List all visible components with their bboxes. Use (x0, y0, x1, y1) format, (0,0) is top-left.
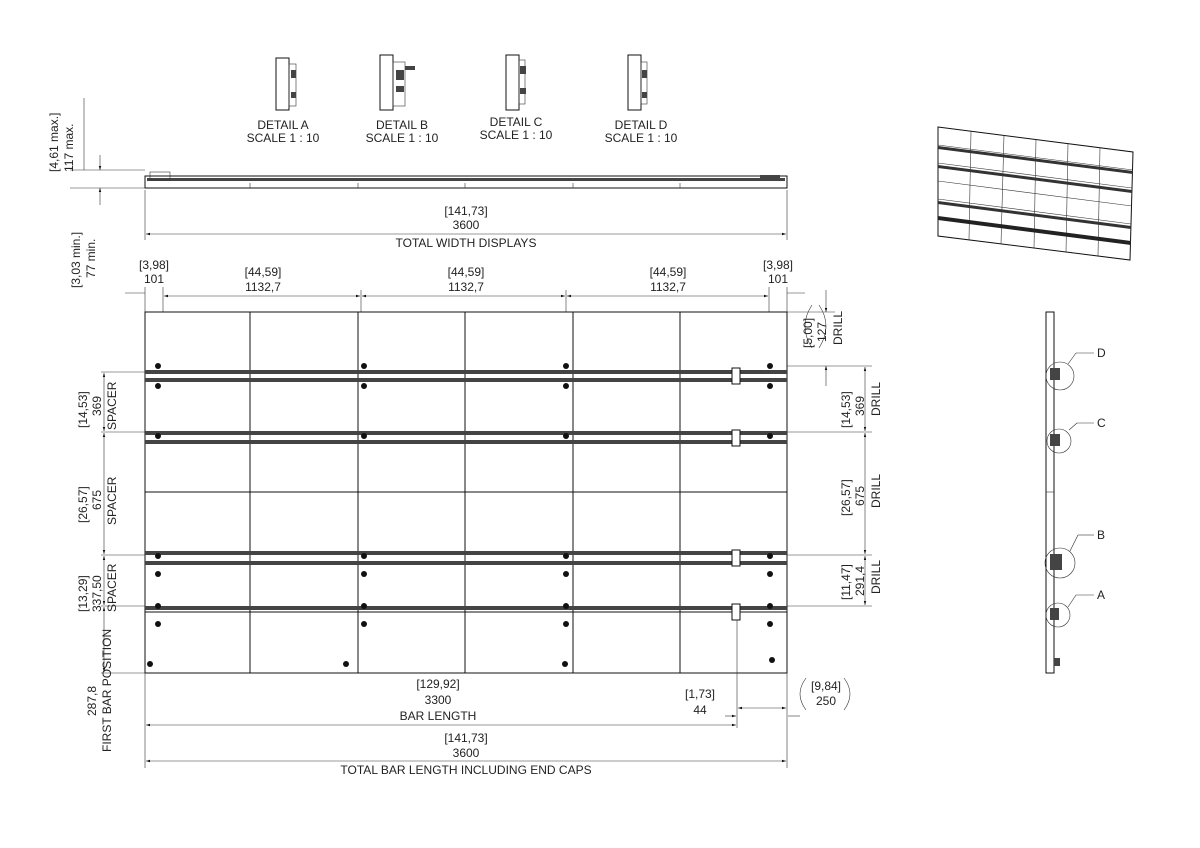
cap-in: [1,73] (685, 687, 715, 701)
s3-label: SPACER (105, 563, 119, 612)
s2-label: SPACER (105, 476, 119, 525)
bracket-markers (147, 363, 775, 667)
d0-mm: 127 (815, 322, 829, 342)
max-depth-mm: 117 max. (62, 124, 76, 172)
detail-b-name: DETAIL B (376, 118, 428, 132)
edge-right-mm: 101 (768, 272, 788, 286)
detail-c-scale: SCALE 1 : 10 (480, 128, 553, 142)
callout-b: B (1097, 528, 1105, 542)
detail-a-view (275, 57, 297, 111)
s1-mm: 369 (90, 396, 104, 416)
mounting-bar-3 (145, 549, 787, 567)
width-label: TOTAL WIDTH DISPLAYS (396, 236, 537, 250)
min-depth-in: [3,03 min.] (69, 232, 83, 288)
display-grid (144, 311, 788, 674)
top-view-strip (144, 171, 788, 189)
s2-mm: 675 (90, 490, 104, 510)
d2-label: DRILL (869, 474, 883, 508)
bar-mm: 3300 (425, 693, 452, 707)
detail-c-name: DETAIL C (490, 115, 543, 129)
detail-a-scale: SCALE 1 : 10 (247, 131, 320, 145)
d3-in: [11,47] (839, 564, 853, 600)
bar-label: BAR LENGTH (400, 709, 477, 723)
gap1-mm: 1132,7 (245, 280, 281, 294)
width-in: [141,73] (444, 204, 487, 218)
mounting-bar-1 (145, 367, 787, 385)
s1-in: [14,53] (76, 391, 90, 428)
gap3-mm: 1132,7 (650, 280, 686, 294)
d3-mm: 291,4 (853, 566, 867, 596)
total-mm: 3600 (453, 746, 480, 760)
d2-in: [26,57] (839, 479, 853, 516)
detail-d-view (627, 54, 648, 111)
isometric-view (937, 126, 1134, 261)
mounting-bar-2 (145, 429, 787, 447)
d0-label: DRILL (831, 311, 845, 345)
gap1-in: [44,59] (245, 265, 282, 279)
gap2-mm: 1132,7 (448, 280, 484, 294)
s2-in: [26,57] (76, 486, 90, 523)
detail-b-view (379, 54, 415, 111)
total-in: [141,73] (444, 731, 487, 745)
detail-d-scale: SCALE 1 : 10 (605, 131, 678, 145)
callout-a: A (1097, 588, 1105, 602)
d2-mm: 675 (853, 486, 867, 506)
gap2-in: [44,59] (448, 265, 485, 279)
detail-a-name: DETAIL A (257, 118, 308, 132)
min-depth-mm: 77 min. (84, 239, 98, 278)
total-label: TOTAL BAR LENGTH INCLUDING END CAPS (340, 763, 591, 777)
d0-in: [5,00] (801, 318, 815, 348)
d1-label: DRILL (869, 382, 883, 416)
edge-left-mm: 101 (144, 272, 164, 286)
detail-c-view (505, 54, 526, 111)
side-view (1044, 311, 1094, 674)
callout-c: C (1097, 416, 1106, 430)
s3-mm: 337,50 (90, 575, 104, 612)
detail-b-scale: SCALE 1 : 10 (366, 131, 439, 145)
bar-in: [129,92] (416, 677, 459, 691)
max-depth-in: [4,61 max.] (47, 113, 61, 172)
s1-label: SPACER (105, 381, 119, 430)
s3-in: [13,29] (76, 575, 90, 612)
d1-in: [14,53] (839, 391, 853, 428)
width-mm: 3600 (453, 218, 480, 232)
first-mm: 287,8 (85, 686, 99, 716)
detail-d-name: DETAIL D (615, 118, 668, 132)
end-mm: 250 (816, 694, 836, 708)
edge-right-in: [3,98] (763, 258, 793, 272)
edge-left-in: [3,98] (139, 258, 169, 272)
d3-label: DRILL (869, 560, 883, 594)
cap-mm: 44 (693, 703, 707, 717)
callout-d: D (1097, 346, 1106, 360)
d1-mm: 369 (853, 396, 867, 416)
gap3-in: [44,59] (650, 265, 687, 279)
first-label: FIRST BAR POSITION (100, 629, 114, 752)
end-in: [9,84] (811, 679, 841, 693)
mounting-bar-4 (145, 603, 787, 621)
